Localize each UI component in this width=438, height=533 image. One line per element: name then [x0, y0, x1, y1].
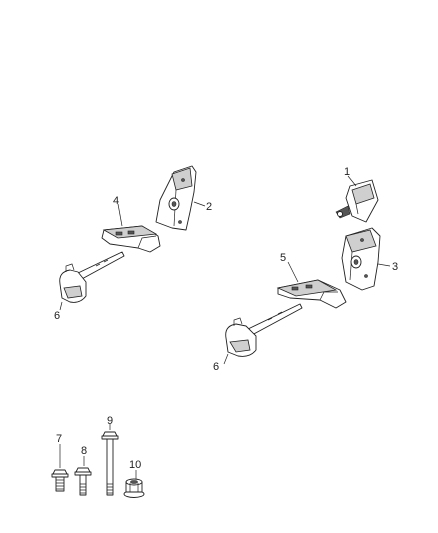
part-9-long-bolt [101, 424, 119, 496]
callout-6-left: 6 [54, 310, 60, 322]
part-4-plate [101, 203, 161, 253]
part-8-bolt [74, 456, 92, 496]
part-5-plate [276, 261, 347, 309]
callout-10: 10 [129, 459, 141, 471]
callout-8: 8 [81, 445, 87, 457]
callout-9: 9 [107, 415, 113, 427]
part-3-bracket [341, 227, 391, 291]
part-6-tow-hook-left [59, 251, 125, 311]
part-2-bracket [155, 165, 206, 231]
callout-2: 2 [206, 201, 212, 213]
callout-7: 7 [56, 433, 62, 445]
part-6-tow-hook-right [223, 303, 303, 365]
callout-4: 4 [113, 195, 119, 207]
callout-6-right: 6 [213, 361, 219, 373]
part-1-small-bracket [335, 175, 379, 223]
part-7-bolt [51, 444, 69, 492]
callout-3: 3 [392, 261, 398, 273]
callout-5: 5 [280, 252, 286, 264]
callout-1: 1 [344, 166, 350, 178]
part-10-nut [123, 470, 145, 498]
